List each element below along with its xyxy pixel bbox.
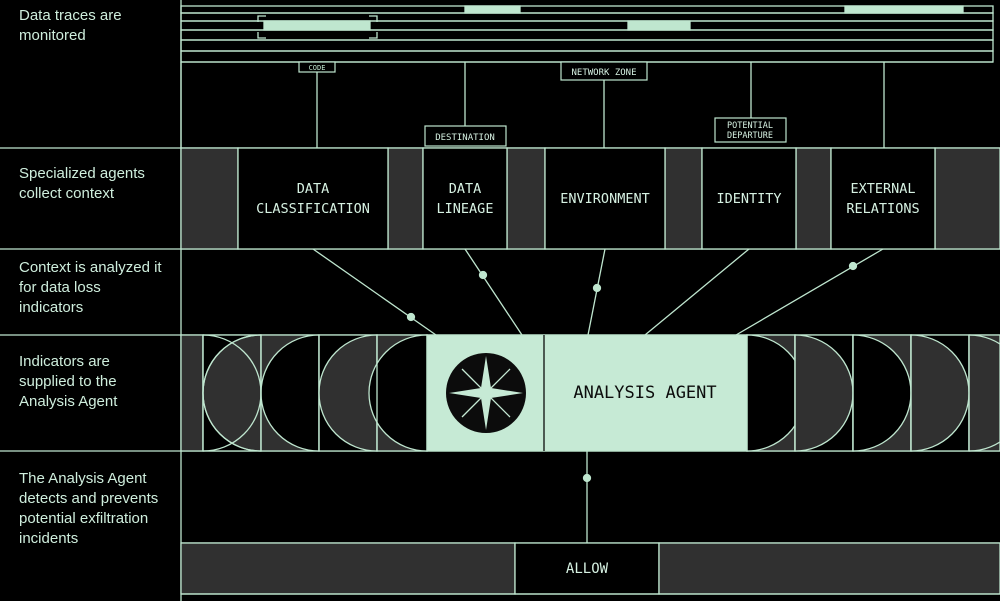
outcome-row xyxy=(180,451,1000,595)
connector-node xyxy=(478,270,488,280)
step-data-traces: Data traces are monitored xyxy=(0,0,180,148)
step-text: monitored xyxy=(19,27,86,44)
step-text: Specialized agents xyxy=(19,165,145,182)
agent-label: ENVIRONMENT xyxy=(560,191,649,207)
agent-data-classification xyxy=(237,147,389,250)
indicator-band xyxy=(180,334,1000,452)
compass-star-icon xyxy=(446,353,526,433)
trace-lane xyxy=(180,29,994,41)
context-connectors xyxy=(312,248,884,336)
step-text: supplied to the xyxy=(19,373,117,390)
step-text: Indicators are xyxy=(19,353,110,370)
tag-destination: DESTINATION xyxy=(424,125,507,147)
agent-label: DATA xyxy=(297,181,330,197)
step-analysis-agent-detects: The Analysis Agent detects and prevents … xyxy=(0,463,180,601)
connector-node xyxy=(582,473,592,483)
tag-potential-departure-line: POTENTIAL xyxy=(727,121,773,131)
step-indicators-supplied: Indicators are supplied to the Analysis … xyxy=(0,346,180,451)
step-context-analyzed: Context is analyzed it for data loss ind… xyxy=(0,252,180,335)
connector-node xyxy=(592,283,602,293)
agent-gap xyxy=(934,147,1000,250)
tag-network-zone-label: NETWORK ZONE xyxy=(571,68,636,78)
step-text: potential exfiltration xyxy=(19,510,149,527)
connector-node xyxy=(406,312,416,322)
agent-gap xyxy=(387,147,424,250)
trace-highlight xyxy=(627,20,691,31)
step-specialized-agents: Specialized agents collect context xyxy=(0,158,180,249)
step-text: Data traces are xyxy=(19,7,122,24)
agent-gap xyxy=(180,147,239,250)
step-text: collect context xyxy=(19,185,115,202)
tag-destination-label: DESTINATION xyxy=(435,133,495,143)
agent-identity xyxy=(701,147,797,250)
tag-potential-departure-line: DEPARTURE xyxy=(727,131,773,141)
trace-lane xyxy=(180,39,994,52)
step-text: Context is analyzed it xyxy=(19,259,162,276)
agent-data-lineage xyxy=(422,147,508,250)
outcome-side-panel xyxy=(658,542,1000,595)
agent-external-relations xyxy=(830,147,936,250)
outcome-side-panel xyxy=(180,542,516,595)
tag-potential-departure: POTENTIAL DEPARTURE xyxy=(714,117,787,143)
agent-row xyxy=(180,147,1000,250)
agent-label: IDENTITY xyxy=(716,191,781,207)
tag-source: CODE xyxy=(298,61,336,73)
agent-gap xyxy=(506,147,546,250)
selection-bracket xyxy=(257,15,378,39)
trace-highlight xyxy=(464,5,521,14)
connector-node xyxy=(848,261,858,271)
step-text: Analysis Agent xyxy=(19,393,118,410)
tag-network-zone: NETWORK ZONE xyxy=(560,61,648,81)
trace-lane xyxy=(180,50,994,63)
step-text: detects and prevents xyxy=(19,490,159,507)
step-text: indicators xyxy=(19,299,84,316)
step-text: incidents xyxy=(19,530,79,547)
agent-label: EXTERNAL xyxy=(850,181,915,197)
agent-environment xyxy=(544,147,666,250)
outcome-allow-label: ALLOW xyxy=(566,561,609,577)
outcome-allow xyxy=(514,542,660,595)
agent-label: DATA xyxy=(449,181,482,197)
trace-lane xyxy=(180,12,994,22)
agent-gap xyxy=(664,147,703,250)
trace-highlight xyxy=(263,20,371,31)
agent-gap xyxy=(795,147,832,250)
agent-label: LINEAGE xyxy=(437,201,494,217)
step-text: for data loss xyxy=(19,279,101,296)
analysis-agent: ANALYSIS AGENT xyxy=(426,334,748,452)
agent-label: RELATIONS xyxy=(846,201,919,217)
agent-label: CLASSIFICATION xyxy=(256,201,370,217)
analysis-agent-label: ANALYSIS AGENT xyxy=(573,383,716,403)
trace-highlight xyxy=(844,5,964,14)
tag-source-label: CODE xyxy=(309,64,326,72)
step-text: The Analysis Agent xyxy=(19,470,147,487)
